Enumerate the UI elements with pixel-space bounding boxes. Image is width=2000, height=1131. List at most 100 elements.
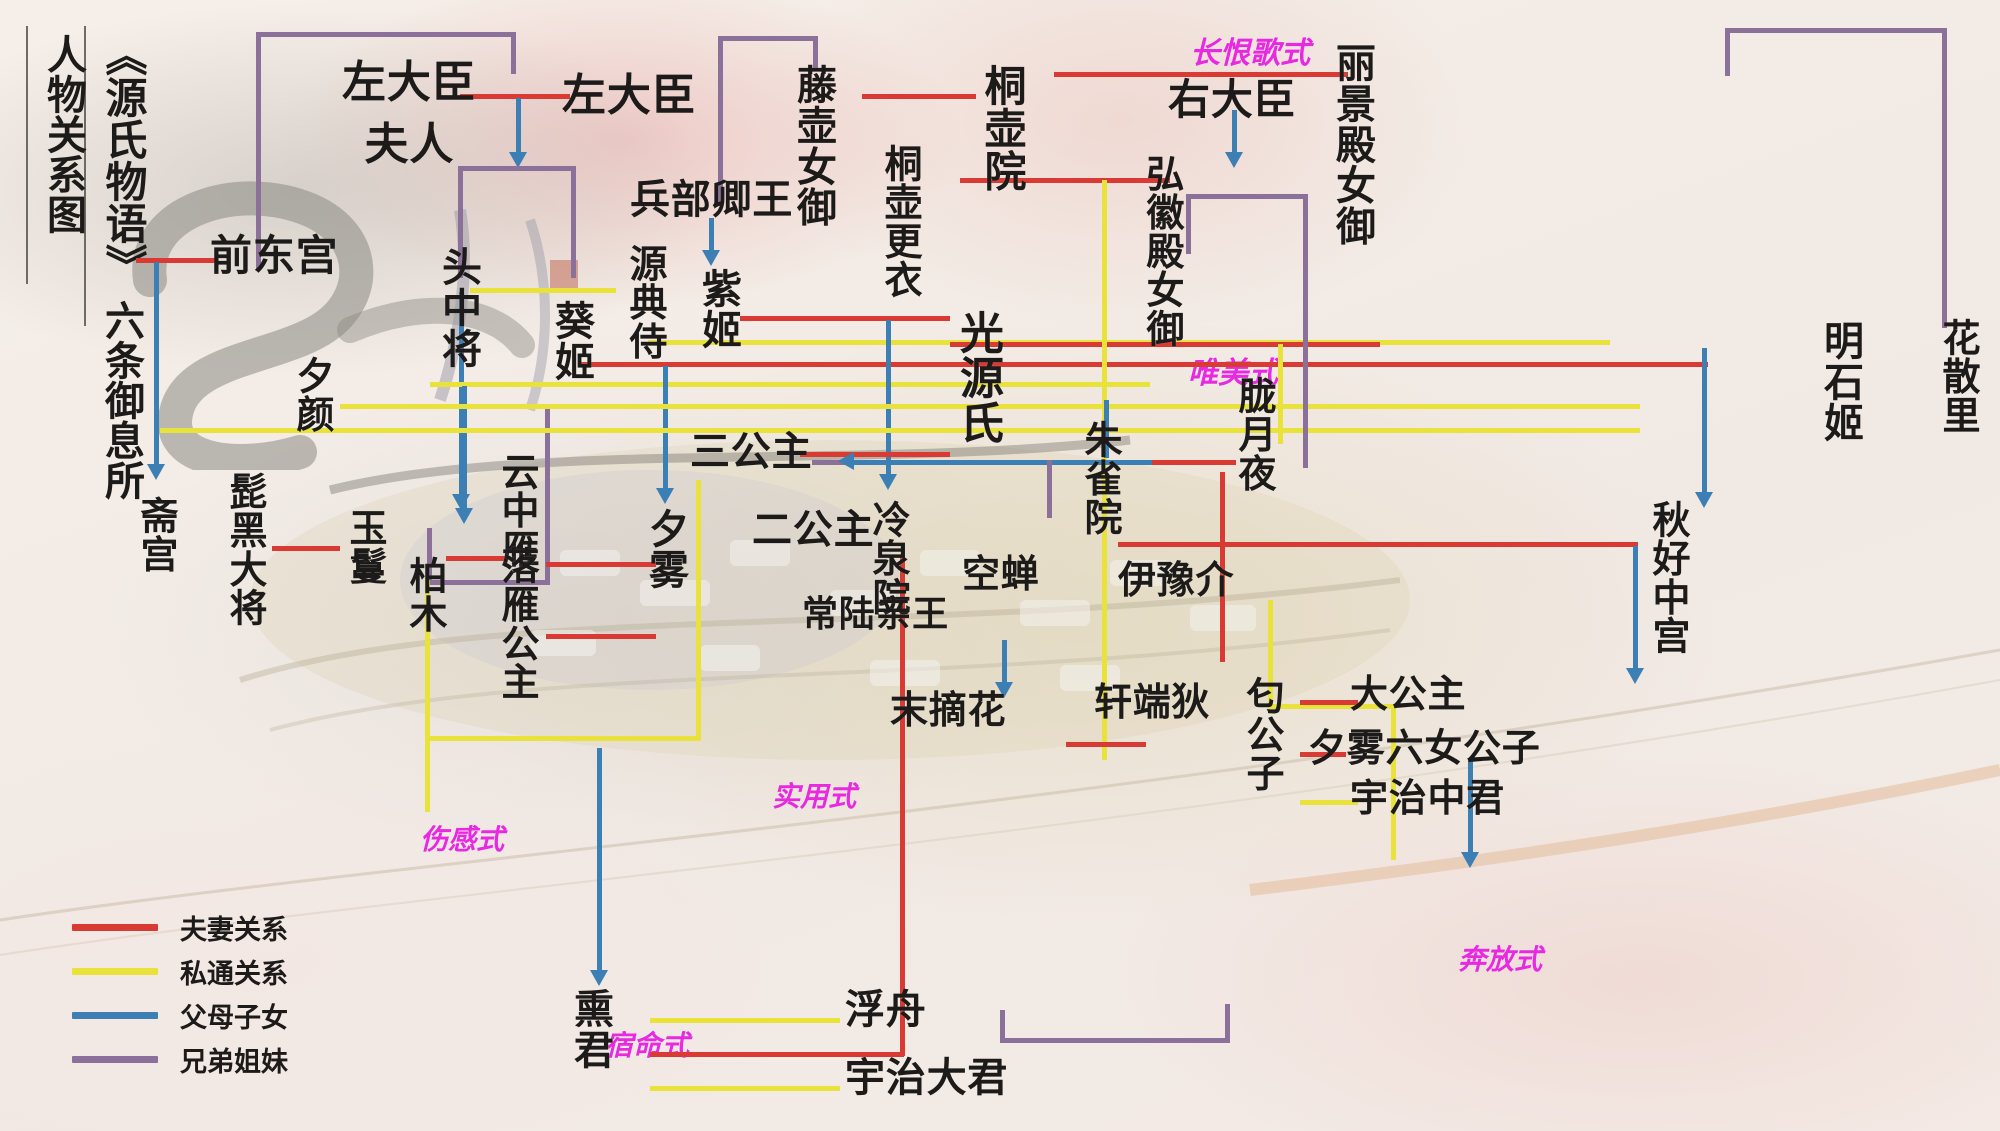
node-yuandianshi: 源典侍 [623, 244, 665, 361]
parent-tonghuyuan-lengquan-v [886, 320, 891, 480]
sibling-link-youdaichen-h [1186, 194, 1308, 199]
legend-label-siblings: 兄弟姐妹 [180, 1047, 288, 1077]
marriage-ziji-guangyuanshi [740, 316, 950, 321]
node-yiyujie: 伊豫介 [1118, 560, 1235, 602]
node-nigongzi: 匂公子 [1240, 676, 1282, 793]
node-kongchan: 空蝉 [962, 554, 1040, 596]
parent-yiyujie-arrow [1461, 852, 1479, 868]
parent-bingbuqingwang-arrow [702, 250, 720, 266]
node-mozhaihua: 末摘花 [890, 690, 1007, 732]
parent-changlu-v [1002, 640, 1007, 688]
parent-xiyan-v [462, 386, 467, 514]
page-title: 人物关系图 [41, 34, 86, 234]
node-lijingdian-nvyu: 丽景殿女御 [1330, 42, 1375, 246]
parent-mingshiji-arrow [1695, 492, 1713, 508]
legend-label-marriage: 夫妻关系 [180, 915, 288, 945]
node-honghuidian-nvyu: 弘徽殿女御 [1140, 154, 1182, 348]
marriage-aoi-guangyuanshi [580, 362, 1708, 367]
sibling-link-uji-v2 [1225, 1004, 1230, 1042]
node-bingbuqingwang: 兵部卿王 [630, 177, 794, 222]
parent-zuodaichen-v [516, 98, 521, 160]
node-mingshiji: 明石姬 [1818, 320, 1863, 443]
node-zuodaichen-furen: 左大臣 夫人 [342, 58, 477, 169]
marriage-fujing-tonghuyuan [862, 94, 976, 99]
legend-swatch-marriage [72, 924, 158, 931]
node-huasanli: 花散里 [1936, 318, 1978, 435]
marriage-bihei-yuman [272, 546, 340, 551]
title-rule-mid [84, 26, 86, 326]
sibling-link-lengquan-v [1047, 460, 1052, 518]
sibling-link-lijingdian-v [1725, 28, 1730, 76]
parent-mingshiji-v [1702, 348, 1707, 498]
sibling-link-yuman-v1 [545, 405, 550, 585]
parent-touzhongjiang-arrow [452, 494, 470, 510]
node-aoiji: 葵姬 [549, 300, 594, 382]
node-zhaigong: 斋宫 [134, 496, 176, 574]
node-yuzhi-dajun: 宇治大君 [845, 1055, 1009, 1100]
affair-yuandianshi-guangyuanshi [648, 340, 1610, 345]
node-rokujo: 六条御息所 [99, 300, 144, 500]
marriage-guangyuanshi-qiuhao [1118, 542, 1638, 547]
node-fuzhou: 浮舟 [845, 987, 927, 1032]
node-changlu-qinwang: 常陆亲王 [802, 594, 949, 634]
sibling-link-youdaichen-v2 [1303, 194, 1308, 468]
node-zhuqueyuan: 朱雀院 [1078, 420, 1120, 537]
marriage-luoyan-xiwu [546, 634, 656, 639]
marriage-kongchan-yiyujie [1066, 742, 1146, 747]
node-ziji: 紫姬 [696, 268, 741, 350]
parent-tonghuyuan-lengquan-arrow [879, 474, 897, 490]
parent-xunjun-arrow [590, 970, 608, 986]
sibling-link-uji-v1 [1000, 1010, 1005, 1042]
node-youdaichen: 右大臣 [1168, 78, 1297, 124]
legend-label-affair: 私通关系 [180, 959, 288, 989]
node-luoyan-gongzhu: 落雁公主 [495, 546, 537, 702]
node-bomu: 柏木 [403, 556, 445, 634]
node-xunjun: 熏君 [568, 988, 613, 1070]
node-xiwu-liunv-gongzi: 夕雾六女公子 [1308, 728, 1541, 770]
title-rule-left [26, 26, 28, 284]
annotation-su-ming: 宿命式 [605, 1031, 690, 1062]
affair-touzhongjiang-h [470, 288, 616, 293]
parent-qiuhao-v [1633, 546, 1638, 674]
affair-guangyuanshi-wide2 [430, 428, 1640, 433]
parent-guangyuanshi-xiwu-v [663, 366, 668, 494]
node-lengquanyuan: 冷泉院 [866, 500, 908, 617]
annotation-shi-yong: 实用式 [772, 782, 857, 813]
paper-edge-decoration [0, 560, 2000, 980]
node-yunzhongyan: 云中雁 [495, 452, 537, 569]
node-xuanduandi: 轩端狄 [1094, 682, 1211, 724]
marriage-zhuqueyuan-longyueye [1152, 460, 1236, 465]
affair-longyueye-v [1278, 344, 1283, 444]
node-xiwu: 夕雾 [643, 508, 688, 590]
parent-zhuqueyuan-sangongzhu-arrow [838, 452, 854, 470]
node-ergongzhu: 二公主 [752, 507, 875, 552]
marriage-tonghuyuan-lijingdian [1054, 72, 1328, 77]
parent-xunjun-v [597, 748, 602, 976]
affair-xunjun-fuzhou [650, 1018, 840, 1023]
node-yuman: 玉鬘 [343, 508, 385, 586]
sibling-link-zuodaichen-furen-v2 [511, 32, 516, 74]
node-fujingnvyu: 藤壶女御 [791, 64, 836, 228]
marriage-sangongzhu-guangyuanshi [800, 452, 950, 457]
node-tonghuyuan: 桐壶院 [978, 64, 1024, 193]
parent-rokujo-v [154, 262, 159, 470]
node-tonghugengyi: 桐壶更衣 [878, 144, 920, 300]
parent-zuodaichen-arrow [509, 152, 527, 168]
marriage-yunzhongyan-xiwu [546, 562, 656, 567]
affair-sangongzhu-v1 [696, 480, 701, 740]
sibling-link-zuodaichen-furen-h [256, 32, 516, 37]
parent-zhuqueyuan-sangongzhu-h [852, 460, 1232, 465]
work-title: 《源氏物语》 [99, 34, 145, 286]
legend-swatch-siblings [72, 1056, 158, 1063]
legend-swatch-parent-child [72, 1012, 158, 1019]
sibling-link-lijingdian-h [1725, 28, 1947, 33]
legend-label-parent-child: 父母子女 [180, 1003, 288, 1033]
sibling-link-youdaichen-v1 [1186, 194, 1191, 254]
node-longyueye: 胧月夜 [1232, 376, 1274, 493]
node-qiandonggong: 前东宫 [210, 234, 339, 280]
node-sangongzhu: 三公主 [690, 429, 813, 474]
annotation-ben-fang: 奔放式 [1458, 945, 1543, 976]
annotation-chang-hen-ge: 长恨歌式 [1190, 37, 1310, 70]
parent-xiyan-arrow [455, 508, 473, 524]
